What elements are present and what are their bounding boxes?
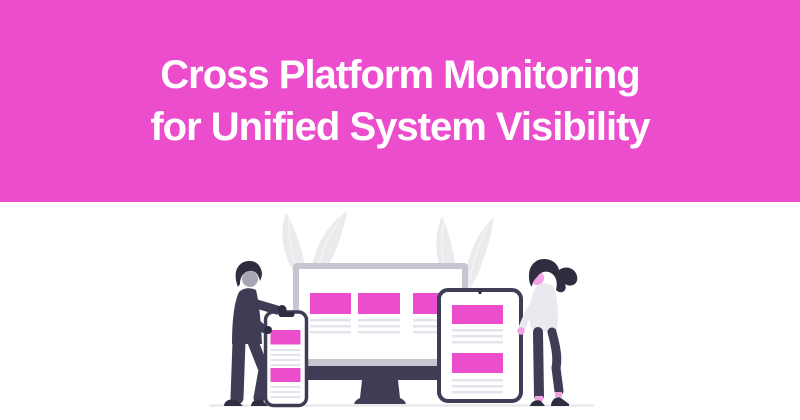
man-right-leg (247, 336, 270, 404)
page-title-line2: for Unified System Visibility (150, 105, 650, 149)
woman-back-ankle (555, 392, 562, 397)
woman-figure (517, 259, 578, 406)
man-upper-hand (277, 305, 287, 314)
tablet (437, 288, 523, 403)
woman-front-leg (533, 327, 544, 401)
man-upper-arm (245, 297, 282, 315)
man-right-shoe (251, 399, 268, 406)
page-title-line1: Cross Platform Monitoring (160, 53, 640, 97)
monitor-screen-content (310, 293, 455, 334)
woman-back-shoe (551, 397, 569, 406)
man-lower-hand (264, 326, 272, 334)
woman-front-shoe (530, 400, 545, 406)
woman-front-ankle (535, 396, 543, 401)
man-torso (232, 288, 262, 344)
man-face (242, 271, 258, 287)
cross-platform-illustration (209, 211, 594, 408)
desktop-monitor (292, 263, 469, 404)
monitor-text-lines (310, 319, 455, 334)
smartphone (263, 310, 309, 408)
woman-back-leg (547, 327, 564, 396)
man-arms (244, 297, 287, 334)
man-left-leg (230, 335, 246, 405)
woman-arm (518, 292, 544, 332)
illustration-section (0, 202, 800, 420)
man-left-shoe (224, 399, 243, 406)
monitor-stand (354, 380, 406, 404)
woman-hand (517, 327, 525, 335)
monitor-bezel (292, 366, 469, 380)
man-figure (224, 260, 270, 406)
woman-hair (528, 259, 578, 293)
man-lower-arm (244, 306, 268, 333)
phone-screen-content (270, 330, 301, 398)
tablet-screen-content (452, 305, 503, 394)
man-hair (235, 260, 262, 287)
page-title: Cross Platform Monitoring for Unified Sys… (150, 49, 650, 153)
hero-banner: Cross Platform Monitoring for Unified Sys… (0, 0, 800, 202)
tablet-camera (478, 290, 482, 295)
